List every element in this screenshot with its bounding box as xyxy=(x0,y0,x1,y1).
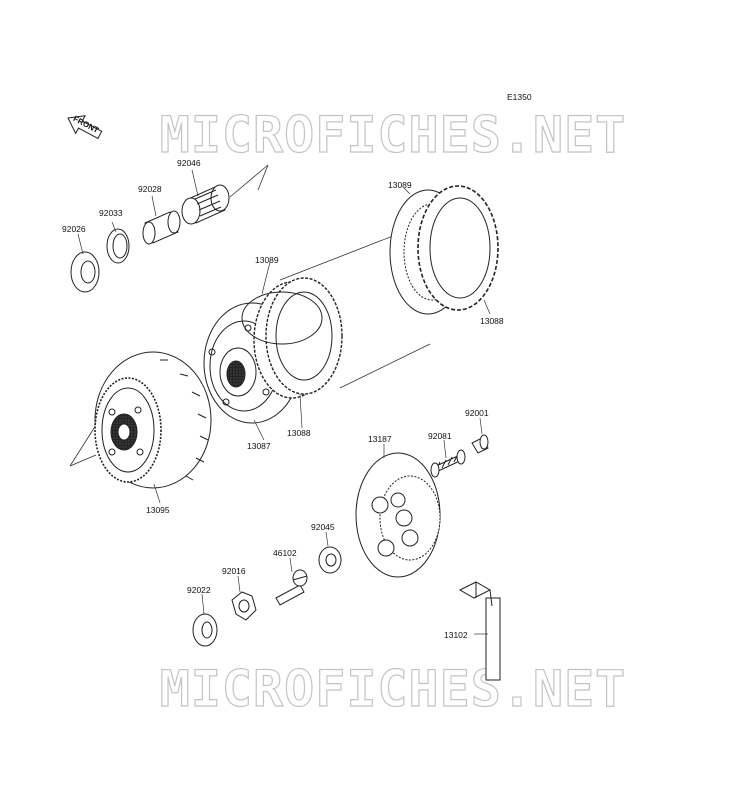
label-92016: 92016 xyxy=(222,566,246,576)
label-92046: 92046 xyxy=(177,158,201,168)
label-92045: 92045 xyxy=(311,522,335,532)
label-13088-a: 13088 xyxy=(287,428,311,438)
label-13095: 13095 xyxy=(146,505,170,515)
part-92001-bolt xyxy=(471,434,489,454)
label-13089-b: 13089 xyxy=(388,180,412,190)
label-46102: 46102 xyxy=(273,548,297,558)
watermark-top: MICROFICHES.NET xyxy=(159,105,627,164)
watermark-bottom: MICROFICHES.NET xyxy=(159,659,627,718)
label-13088-b: 13088 xyxy=(480,316,504,326)
label-92028: 92028 xyxy=(138,184,162,194)
label-92026: 92026 xyxy=(62,224,86,234)
part-92028-sleeve xyxy=(142,210,181,245)
label-13187: 13187 xyxy=(368,434,392,444)
part-13102-release-shaft xyxy=(458,581,501,681)
label-13102: 13102 xyxy=(444,630,468,640)
label-13087: 13087 xyxy=(247,441,271,451)
part-46102-push-rod xyxy=(275,569,308,606)
part-92046-needle-bearing xyxy=(181,184,230,225)
part-92026-washer xyxy=(70,251,100,293)
part-92081-spring xyxy=(430,449,466,478)
part-13187-pressure-plate xyxy=(355,452,441,578)
label-92033: 92033 xyxy=(99,208,123,218)
part-13088-friction-plate-b xyxy=(417,185,499,311)
part-92022-washer xyxy=(192,613,218,647)
shaft-centerlines xyxy=(69,164,431,467)
label-92001: 92001 xyxy=(465,408,489,418)
part-92045-bearing xyxy=(318,546,342,574)
label-13089-a: 13089 xyxy=(255,255,279,265)
part-13088-friction-plates-a xyxy=(253,277,343,399)
part-13089-steel-plate-a xyxy=(241,291,323,345)
part-92016-nut xyxy=(231,591,257,621)
part-13095-clutch-housing xyxy=(94,351,212,489)
label-92081: 92081 xyxy=(428,431,452,441)
label-92022: 92022 xyxy=(187,585,211,595)
part-92033-circlip xyxy=(106,228,130,264)
front-arrow-icon xyxy=(67,115,103,140)
leader-lines xyxy=(77,169,491,635)
diagram-code: E1350 xyxy=(507,92,532,102)
